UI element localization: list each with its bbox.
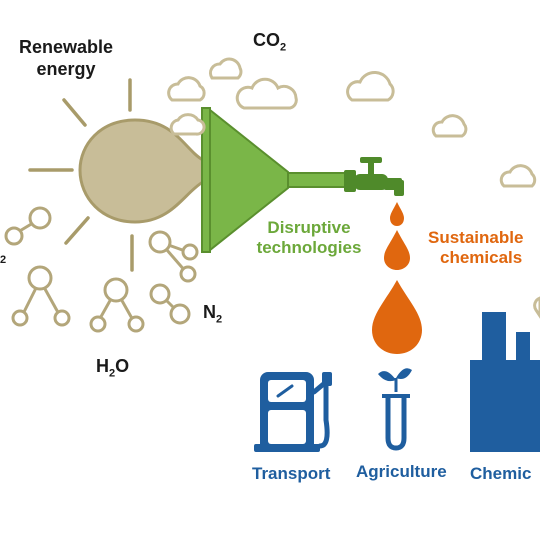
- h2o-label: H2O: [96, 356, 129, 381]
- h2o-sub: 2: [109, 367, 116, 380]
- disruptive-line2: technologies: [256, 238, 362, 258]
- tap-icon: [344, 157, 404, 196]
- agriculture-label: Agriculture: [356, 462, 447, 481]
- cloud-icon: [167, 76, 206, 102]
- molecule-icon: [89, 277, 145, 333]
- cloud-icon: [169, 113, 206, 136]
- h2o-tail: O: [115, 356, 130, 376]
- fuel-pump-icon: [254, 372, 332, 452]
- renewable-energy-label: Renewable energy: [10, 37, 122, 80]
- renewable-line1: Renewable: [18, 37, 114, 57]
- chemicals-label: Chemic: [470, 464, 532, 483]
- cloud-icon: [235, 77, 298, 110]
- drops: [372, 202, 422, 354]
- cloud-icon: [346, 71, 395, 102]
- factory-icon: [470, 312, 540, 452]
- drop-icon: [384, 230, 410, 270]
- disruptive-line1: Disruptive: [267, 218, 351, 237]
- clouds: [167, 57, 537, 188]
- n2-main: N: [203, 302, 216, 322]
- sustainable-line1: Sustainable: [428, 228, 524, 247]
- sun-icon: [78, 118, 205, 224]
- sustainable-line2: chemicals: [440, 248, 523, 268]
- renewable-line2: energy: [36, 58, 96, 79]
- disruptive-technologies-label: Disruptive technologies: [240, 218, 378, 259]
- h2o-main: H: [96, 356, 109, 376]
- left-cut-sub-label: 2: [0, 254, 7, 266]
- sun-rays: [28, 78, 134, 272]
- molecule-icon: [4, 206, 52, 246]
- plant-test-tube-icon: [378, 368, 412, 451]
- cloud-icon: [208, 57, 243, 80]
- drop-icon: [372, 280, 422, 354]
- sustainable-chemicals-label: Sustainable chemicals: [428, 228, 540, 269]
- factory-icon-side: [533, 296, 540, 319]
- molecule-icon: [149, 283, 191, 325]
- n2-label: N2: [203, 302, 222, 327]
- co2-sub: 2: [280, 41, 287, 54]
- transport-label: Transport: [252, 464, 331, 483]
- n2-sub: 2: [216, 313, 223, 326]
- cloud-icon: [499, 164, 537, 188]
- drop-icon: [390, 202, 404, 226]
- molecule-icon: [11, 265, 71, 327]
- co2-main: CO: [253, 30, 280, 50]
- molecule-icon: [148, 230, 199, 283]
- molecules: [4, 206, 199, 333]
- co2-label: CO2: [253, 30, 286, 55]
- cloud-icon: [431, 114, 468, 138]
